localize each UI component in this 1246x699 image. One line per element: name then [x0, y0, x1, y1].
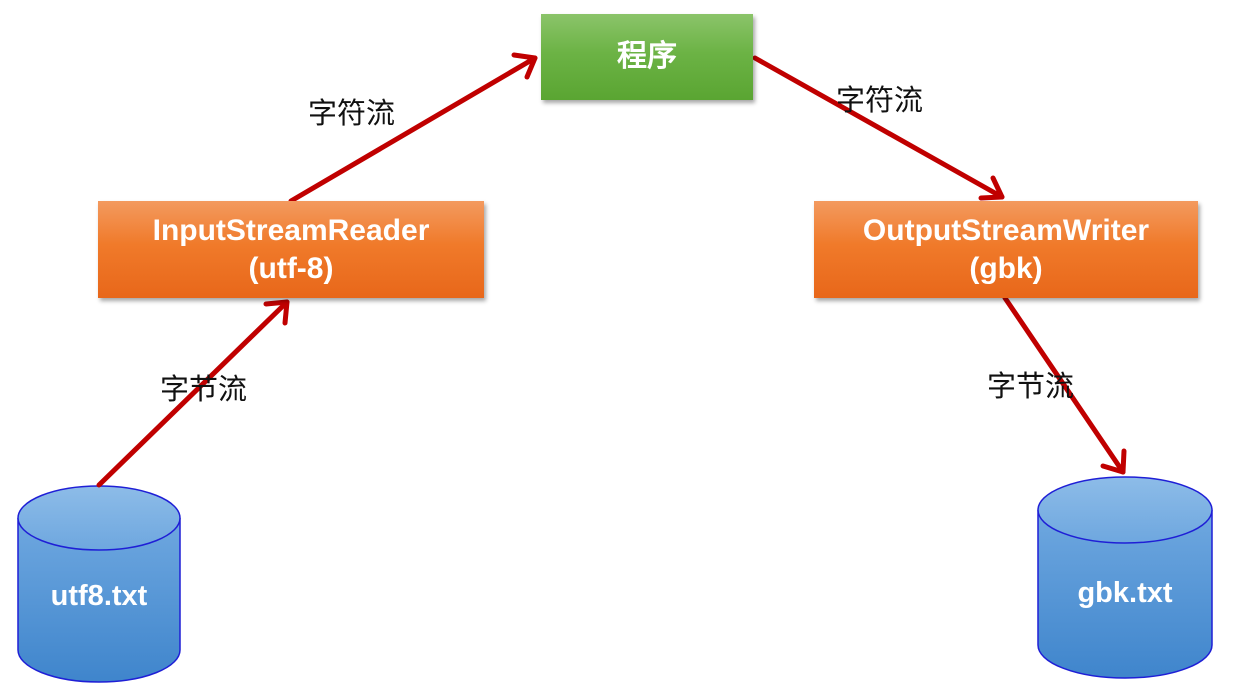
input-stream-reader-box: InputStreamReader (utf-8) — [98, 201, 484, 298]
target-file-cylinder — [1037, 476, 1213, 679]
edge-label-writer-to-file: 字节流 — [987, 369, 1075, 403]
arrow-program-to-writer — [752, 55, 1005, 201]
program-label: 程序 — [617, 40, 677, 73]
output-stream-writer-box: OutputStreamWriter (gbk) — [814, 201, 1198, 298]
target-file-label: gbk.txt — [1077, 577, 1173, 609]
source-file-label: utf8.txt — [50, 580, 148, 612]
edge-label-file-to-reader: 字节流 — [160, 372, 248, 406]
arrow-reader-to-program — [288, 52, 538, 204]
arrow-writer-to-file — [1002, 295, 1127, 475]
edge-label-program-to-writer: 字符流 — [836, 83, 924, 117]
reader-encoding-label: (utf-8) — [248, 251, 334, 285]
program-box: 程序 — [541, 14, 753, 100]
edge-label-reader-to-program: 字符流 — [308, 96, 396, 130]
reader-class-label: InputStreamReader — [152, 213, 430, 247]
writer-class-label: OutputStreamWriter — [862, 213, 1150, 247]
writer-encoding-label: (gbk) — [969, 251, 1043, 285]
arrow-file-to-reader — [96, 299, 290, 488]
